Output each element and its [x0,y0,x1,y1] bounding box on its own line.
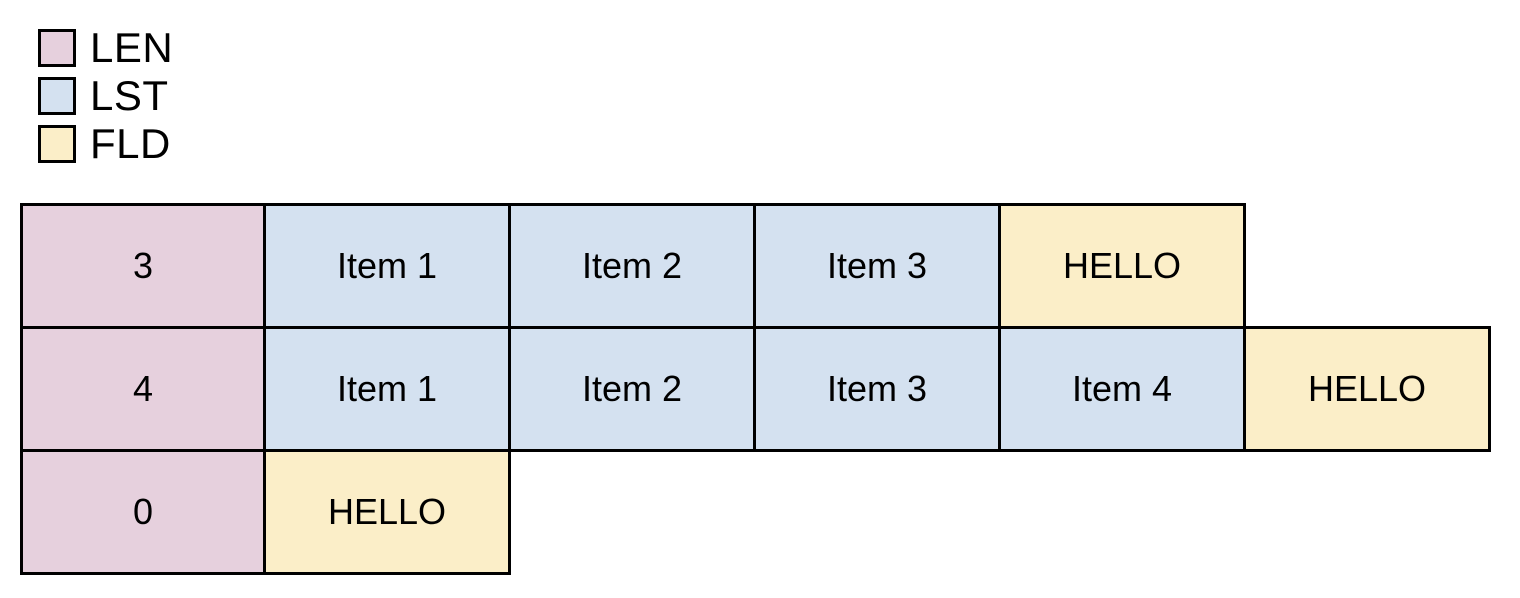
table-cell-lst: Item 1 [263,203,511,329]
table-cell-lst: Item 3 [753,326,1001,452]
legend-label: LEN [90,24,174,71]
table-cell-lst: Item 3 [753,203,1001,329]
table-cell-fld: HELLO [1243,326,1491,452]
table-cell-len: 4 [20,326,266,452]
legend-item-fld: FLD [38,120,438,168]
table-cell-lst: Item 4 [998,326,1246,452]
table-cell-len: 0 [20,449,266,575]
legend-swatch-fld-icon [38,125,76,163]
legend-label: LST [90,72,169,119]
legend-item-len: LEN [38,24,438,72]
legend-item-lst: LST [38,72,438,120]
table-cell-lst: Item 2 [508,203,756,329]
table-cell-len: 3 [20,203,266,329]
table-cell-lst: Item 2 [508,326,756,452]
table-cell-fld: HELLO [263,449,511,575]
table-cell-lst: Item 1 [263,326,511,452]
legend-swatch-lst-icon [38,77,76,115]
table-cell-fld: HELLO [998,203,1246,329]
legend-swatch-len-icon [38,29,76,67]
legend-label: FLD [90,120,171,167]
